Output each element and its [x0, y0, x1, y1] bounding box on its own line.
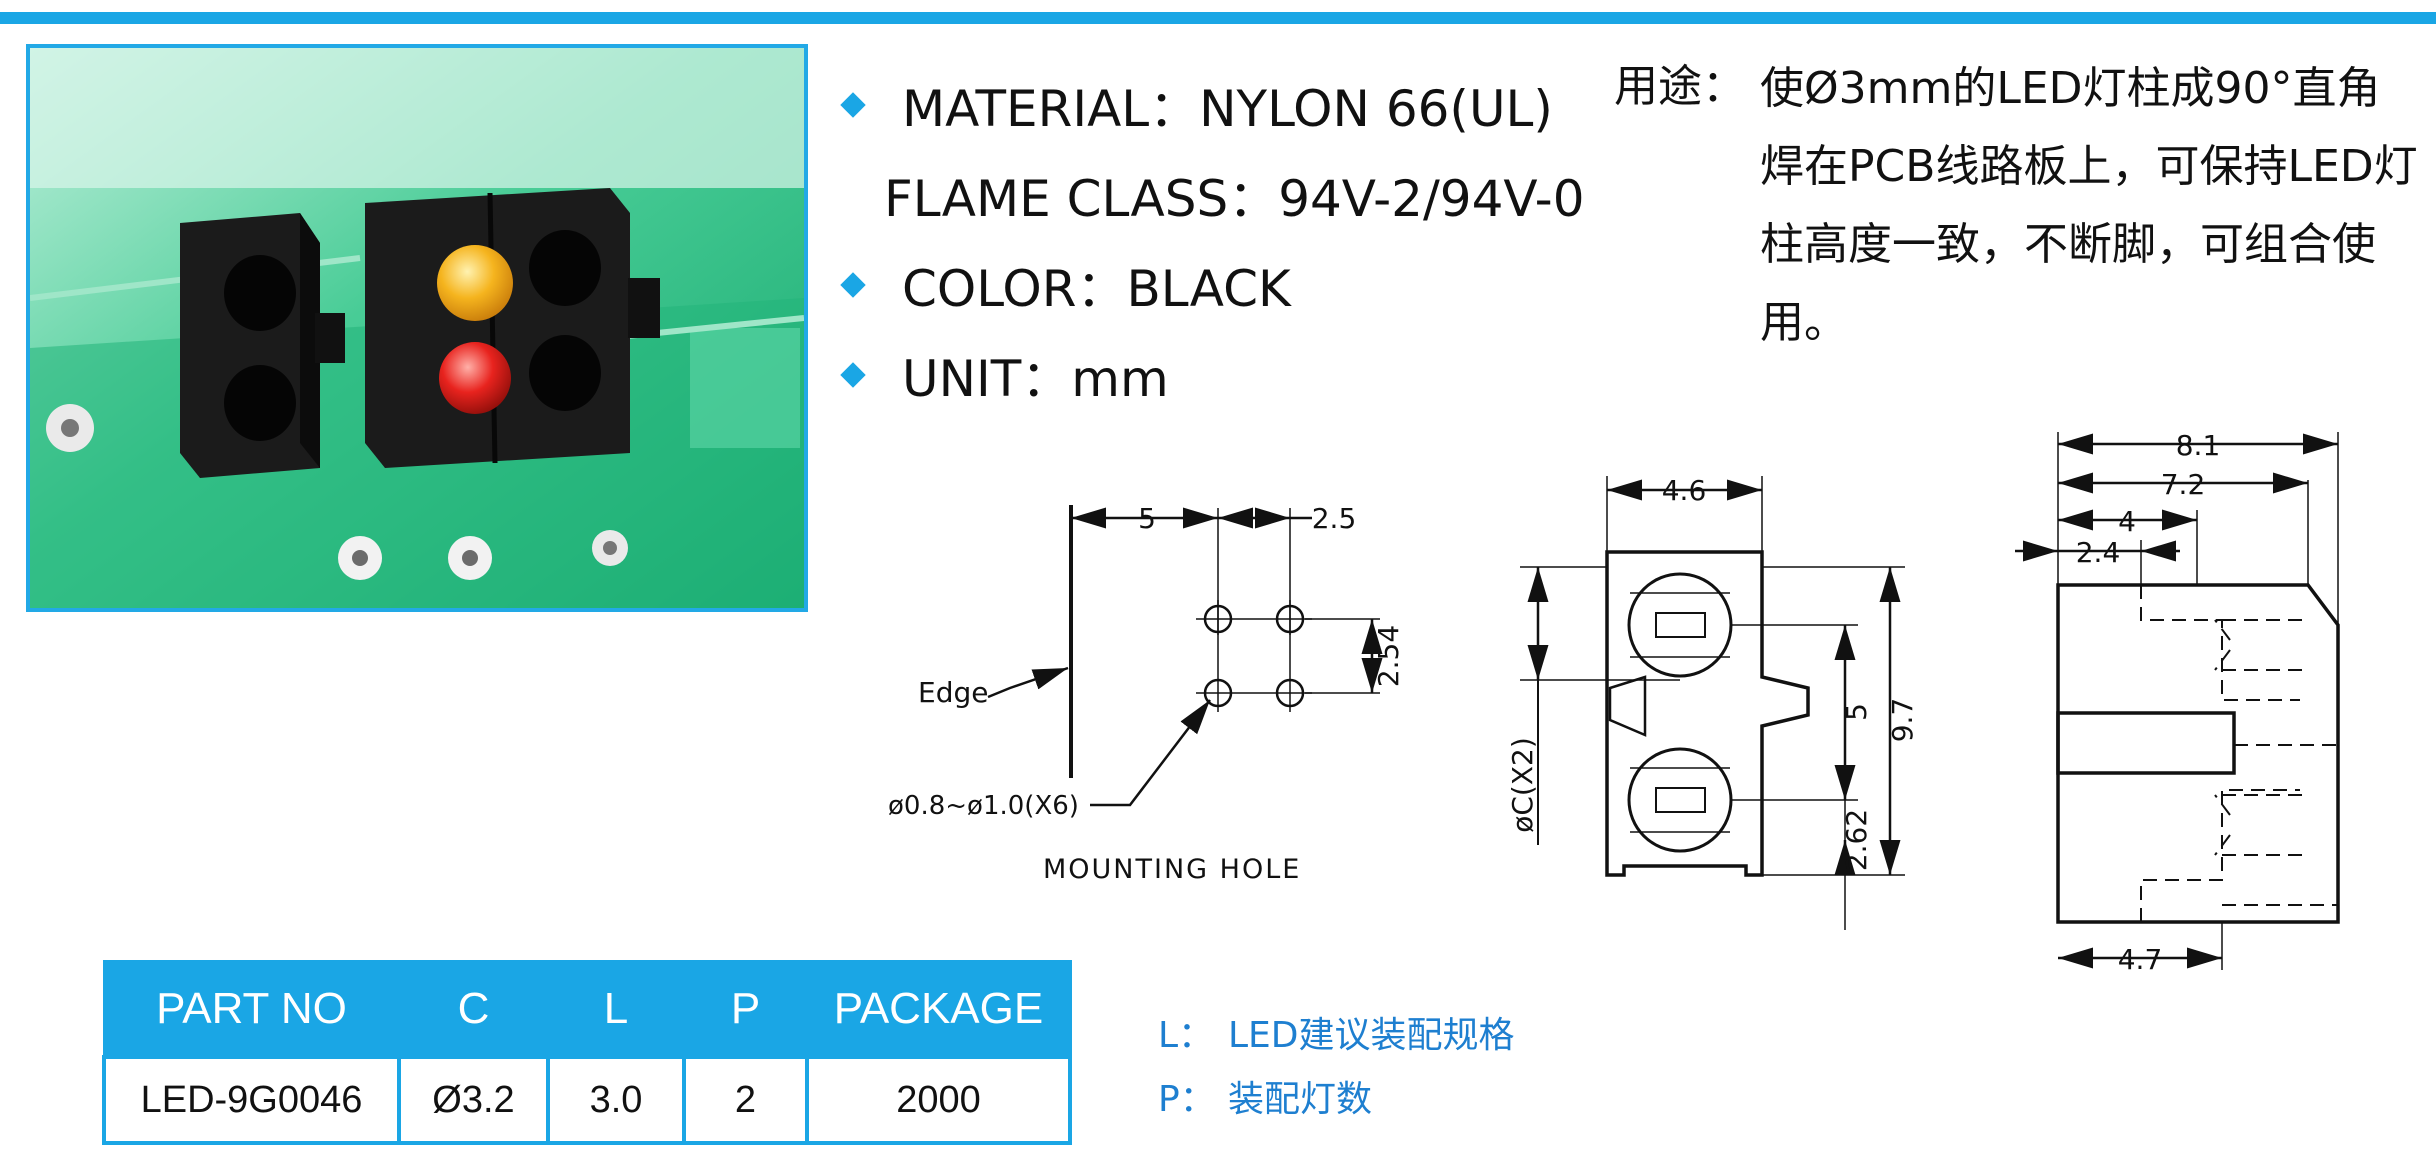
mounting-hole-drawing [987, 505, 1383, 807]
spec-text: FLAME CLASS：94V-2/94V-0 [884, 170, 1585, 228]
legend-item-l: L： LED建议装配规格 [1158, 1000, 1515, 1064]
legend: L： LED建议装配规格 P： 装配灯数 [1158, 1000, 1515, 1128]
usage-text: 使Ø3mm的LED灯柱成90°直角焊在PCB线路板上，可保持LED灯柱高度一致，… [1760, 63, 2418, 348]
spec-flame-class: FLAME CLASS：94V-2/94V-0 [837, 150, 1585, 240]
hole-label: ø0.8~ø1.0(X6) [888, 791, 1079, 821]
front-dim-5: 5 [1840, 703, 1873, 721]
mounting-dim-2-54: 2.54 [1372, 625, 1405, 687]
mounting-hole-title: MOUNTING HOLE [1043, 854, 1301, 885]
edge-label: Edge [918, 676, 988, 709]
mounting-dim-5: 5 [1138, 502, 1156, 535]
front-dim-4-6: 4.6 [1662, 474, 1707, 507]
cell-c: Ø3.2 [397, 1055, 550, 1145]
cell-part-no: LED-9G0046 [102, 1055, 401, 1145]
part-table: PART NO C L P PACKAGE LED-9G0046 Ø3.2 3.… [102, 960, 1072, 1145]
table-header-row: PART NO C L P PACKAGE [102, 960, 1072, 1059]
header-c: C [397, 960, 550, 1059]
front-dim-c: øC(X2) [1506, 737, 1539, 833]
table-row: LED-9G0046 Ø3.2 3.0 2 2000 [102, 1055, 1072, 1145]
cell-p: 2 [682, 1055, 809, 1145]
side-view-drawing [2015, 432, 2340, 970]
spec-material: MATERIAL：NYLON 66(UL) [838, 60, 1578, 150]
legend-item-p: P： 装配灯数 [1158, 1064, 1515, 1128]
spec-unit: UNIT：mm [838, 330, 1578, 420]
side-dim-8-1: 8.1 [2176, 429, 2221, 462]
mounting-dim-2-5: 2.5 [1312, 502, 1357, 535]
spec-text: COLOR：BLACK [902, 260, 1291, 318]
side-dim-7-2: 7.2 [2161, 468, 2206, 501]
spec-text: MATERIAL：NYLON 66(UL) [902, 80, 1553, 138]
side-view-hidden-lines [2140, 585, 2338, 922]
legend-key: P： [1158, 1079, 1216, 1120]
spec-text: UNIT：mm [902, 350, 1169, 408]
front-dim-9-7: 9.7 [1886, 698, 1919, 743]
legend-text: LED建议装配规格 [1228, 1015, 1515, 1056]
spec-list: MATERIAL：NYLON 66(UL) FLAME CLASS：94V-2/… [837, 60, 1585, 420]
header-part-no: PART NO [102, 960, 401, 1059]
front-view-drawing [1520, 476, 1905, 930]
side-dim-2-4: 2.4 [2076, 536, 2121, 569]
product-photo [26, 44, 808, 612]
legend-key: L： [1158, 1015, 1215, 1056]
header-l: L [546, 960, 686, 1059]
side-dim-4: 4 [2118, 505, 2136, 538]
front-dim-2-62: 2.62 [1840, 809, 1873, 871]
legend-text: 装配灯数 [1228, 1079, 1373, 1120]
cell-package: 2000 [805, 1055, 1072, 1145]
top-accent-bar [0, 12, 2436, 24]
side-dim-4-7: 4.7 [2118, 943, 2163, 976]
spec-color: COLOR：BLACK [838, 240, 1578, 330]
cell-l: 3.0 [546, 1055, 686, 1145]
usage-label: 用途： [1614, 61, 1746, 112]
header-package: PACKAGE [805, 960, 1072, 1059]
header-p: P [682, 960, 809, 1059]
